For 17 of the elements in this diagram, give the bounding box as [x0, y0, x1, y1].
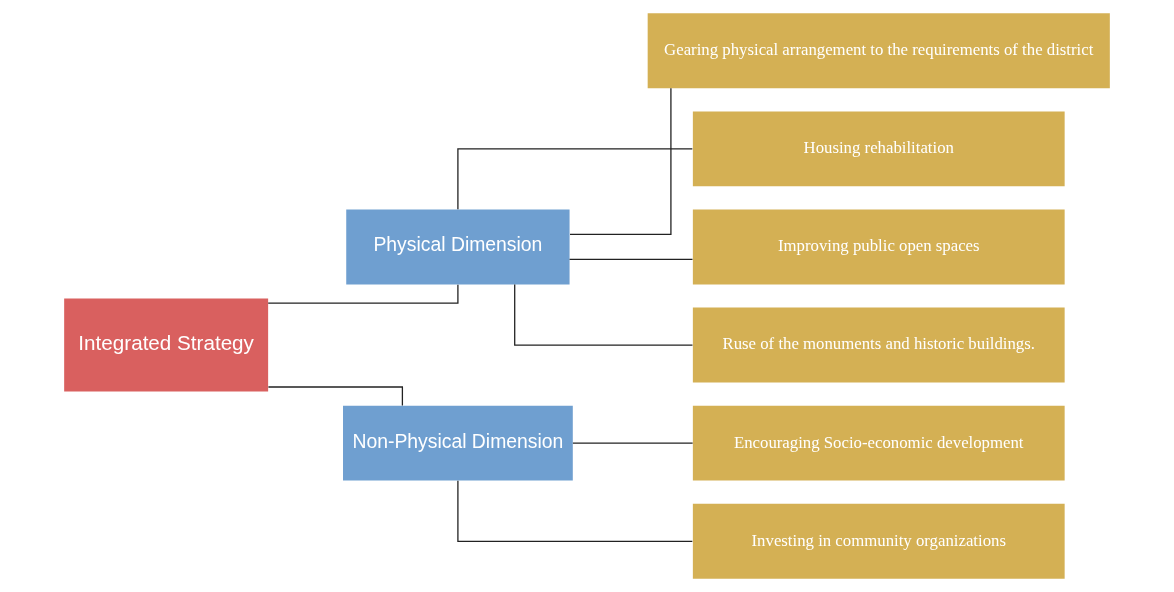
node-box: Encouraging Socio-economic development	[692, 405, 1065, 481]
node-box: Gearing physical arrangement to the requirements of the district	[647, 13, 1110, 89]
node-box: Housing rehabilitation	[692, 111, 1065, 187]
connector	[569, 87, 672, 236]
connector	[514, 283, 694, 346]
node-box: Physical Dimension	[346, 209, 570, 285]
connector	[267, 284, 459, 304]
connector	[457, 148, 693, 210]
node-box: Integrated Strategy	[64, 298, 269, 392]
connector	[572, 442, 694, 444]
node-box: Investing in community organizations	[692, 503, 1065, 579]
connector	[457, 480, 693, 542]
node-box: Ruse of the monuments and historic buildings.	[692, 307, 1065, 383]
connector	[267, 386, 404, 407]
node-box: Non-Physical Dimension	[343, 405, 573, 481]
connector	[568, 258, 694, 261]
node-box: Improving public open spaces	[692, 209, 1065, 285]
